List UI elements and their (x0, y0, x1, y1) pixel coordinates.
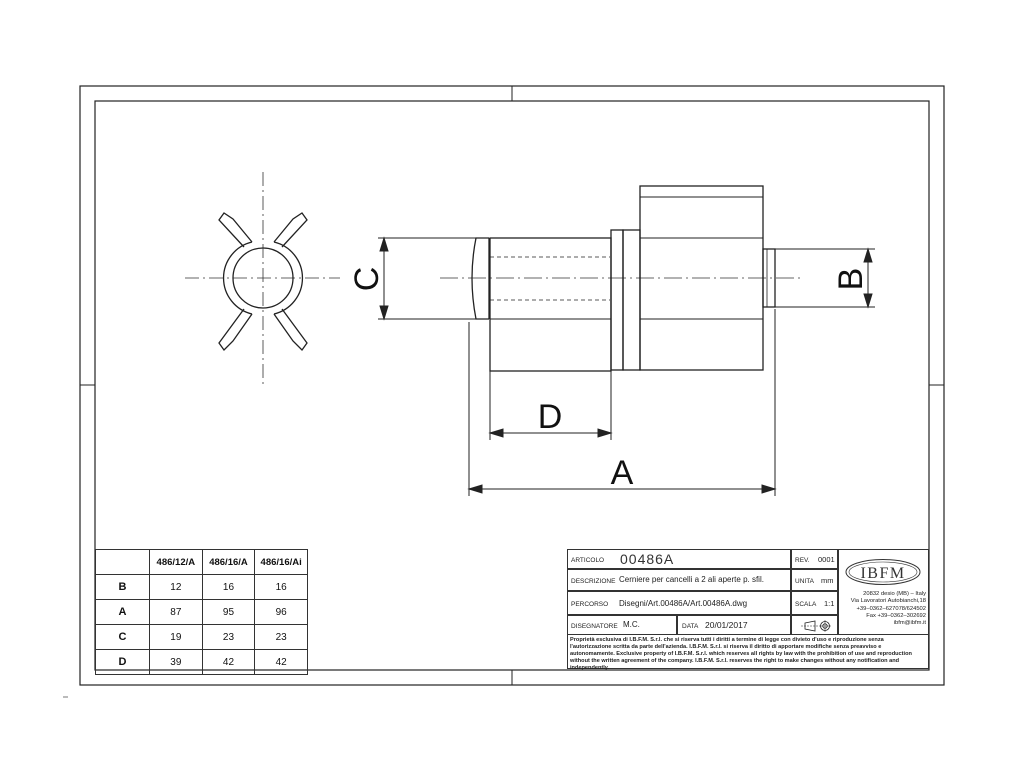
table-row-header: D (95, 649, 150, 675)
description-value: Cerniere per cancelli a 2 ali aperte p. … (619, 575, 764, 584)
company-cell (838, 549, 929, 635)
projection-symbol-cell (791, 615, 838, 635)
company-logo-text: IBFM (860, 565, 905, 582)
front-view (185, 172, 340, 388)
scale-value: 1:1 (824, 599, 835, 608)
dim-b-arrow-bottom (863, 293, 873, 309)
dim-c (378, 236, 476, 321)
designer-cell: DISEGNATORE M.C. (567, 615, 677, 635)
dim-c-arrow-top (379, 236, 389, 252)
table-row-header: A (95, 599, 150, 625)
dim-d-arrow-right (597, 428, 613, 438)
path-value: Disegni/Art.00486A/Art.00486A.dwg (619, 599, 748, 608)
table-cell: 16 (254, 574, 308, 600)
dim-a (467, 309, 777, 496)
dim-d-label: D (538, 398, 563, 436)
table-cell: 23 (201, 624, 256, 650)
path-cell: PERCORSO Disegni/Art.00486A/Art.00486A.d… (567, 591, 791, 615)
article-value: 00486A (620, 551, 675, 567)
table-cell: 19 (149, 624, 203, 650)
scale-label: SCALA (795, 601, 817, 608)
rev-label: REV. (795, 557, 810, 564)
address-line: Fax +39–0362–302692 (866, 612, 926, 619)
unit-label: UNITA (795, 578, 815, 585)
table-row: A 87 95 96 (95, 599, 308, 625)
table-cell: 42 (201, 649, 256, 675)
table-col-header: 486/16/Ai (254, 549, 308, 575)
date-label: DATA (682, 623, 699, 630)
rev-cell: REV. 0001 (791, 549, 838, 569)
dim-b-arrow-top (863, 247, 873, 263)
company-address: 20832 desio (MB) – Italy Via Lavoratori … (851, 591, 926, 627)
designer-label: DISEGNATORE (571, 623, 618, 630)
unit-value: mm (821, 576, 834, 585)
dim-a-label: A (611, 454, 634, 492)
dim-a-arrow-left (467, 484, 483, 494)
front-outer-arc-left (222, 241, 253, 315)
table-cell: 12 (149, 574, 203, 600)
table-header-row: 486/12/A 486/16/A 486/16/Ai (95, 549, 308, 575)
date-value: 20/01/2017 (705, 620, 748, 630)
pin-protrusion (762, 248, 776, 308)
dimension-table: 486/12/A 486/16/A 486/16/Ai B 12 16 16 A… (95, 549, 308, 675)
pin-dome-end (471, 237, 489, 320)
front-wing-upper-left (218, 212, 253, 248)
table-cell: 39 (149, 649, 203, 675)
rev-value: 0001 (818, 555, 835, 564)
path-label: PERCORSO (571, 601, 609, 608)
front-wing-upper-right (273, 212, 308, 248)
washer-left (610, 229, 624, 371)
dim-b (775, 247, 875, 309)
article-cell: ARTICOLO 00486A (567, 549, 791, 569)
front-outer-arc-right (273, 241, 304, 315)
address-line: Via Lavoratori Autobianchi,18 (850, 598, 926, 605)
dim-a-arrow-right (761, 484, 777, 494)
company-logo: IBFM (845, 559, 921, 585)
address-line: ibfm@ibfm.it (893, 620, 926, 627)
table-row-header: C (95, 624, 150, 650)
title-block: ARTICOLO 00486A REV. 0001 DESCRIZIONE Ce… (567, 549, 929, 671)
table-row: B 12 16 16 (95, 574, 308, 600)
table-row-header: B (95, 574, 150, 600)
side-view (440, 185, 800, 372)
table-cell: 23 (254, 624, 308, 650)
washer-right (622, 229, 641, 371)
table-cell: 16 (201, 574, 256, 600)
dim-b-label: B (832, 268, 870, 291)
front-inner-ring (232, 247, 294, 309)
article-label: ARTICOLO (571, 557, 605, 564)
address-line: +39–0362–627078/624502 (856, 605, 926, 612)
table-cell: 96 (254, 599, 308, 625)
front-wing-lower-left (218, 308, 253, 352)
address-line: 20832 desio (MB) – Italy (863, 591, 926, 597)
scale-cell: SCALA 1:1 (791, 591, 838, 615)
unit-cell: UNITA mm (791, 569, 838, 591)
dim-c-label: C (348, 267, 386, 292)
table-row: C 19 23 23 (95, 624, 308, 650)
table-col-header: 486/12/A (149, 549, 203, 575)
table-cell: 95 (201, 599, 256, 625)
front-wing-lower-right (273, 308, 308, 352)
designer-value: M.C. (623, 620, 640, 629)
projection-symbol-icon (801, 620, 831, 632)
table-cell: 87 (149, 599, 203, 625)
description-cell: DESCRIZIONE Cerniere per cancelli a 2 al… (567, 569, 791, 591)
table-row: D 39 42 42 (95, 649, 308, 675)
table-corner-cell (95, 549, 150, 575)
legal-notice: Proprietà esclusiva di I.B.F.M. S.r.l. c… (570, 637, 912, 671)
lower-knuckle (489, 237, 612, 372)
table-cell: 42 (254, 649, 308, 675)
dim-d (488, 371, 613, 440)
dim-d-arrow-left (488, 428, 504, 438)
date-cell: DATA 20/01/2017 (677, 615, 791, 635)
description-label: DESCRIZIONE (571, 578, 616, 585)
table-col-header: 486/16/A (201, 549, 256, 575)
dim-c-arrow-bottom (379, 305, 389, 321)
